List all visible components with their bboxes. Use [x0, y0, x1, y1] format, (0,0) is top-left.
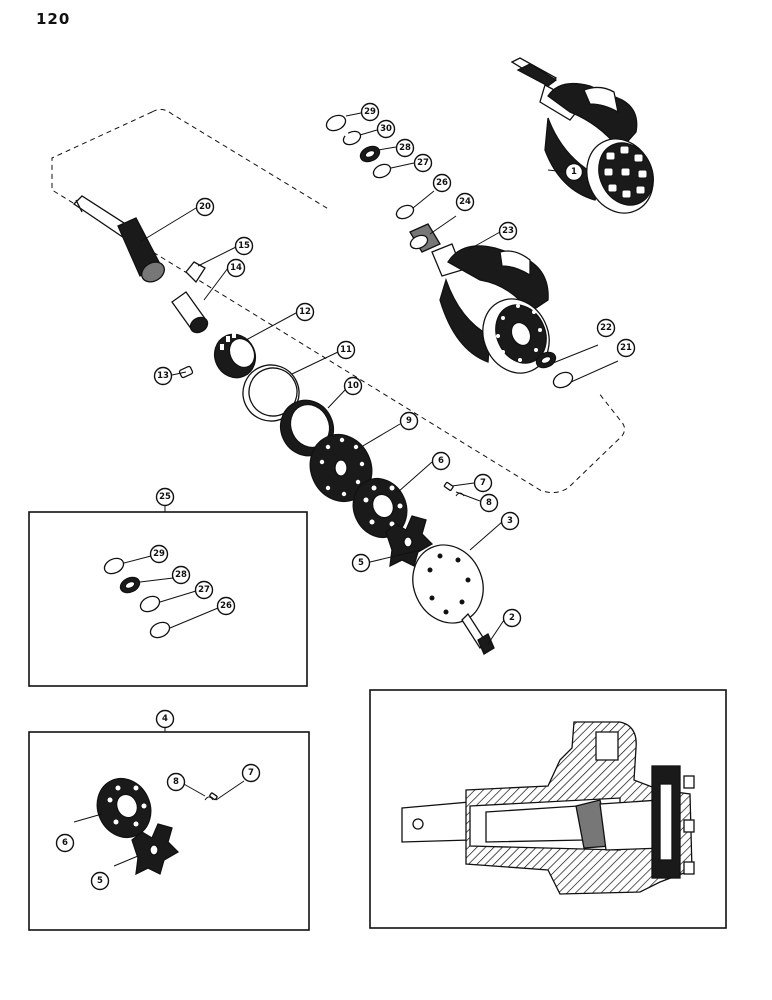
- motor-housing-part: [510, 57, 654, 214]
- part-7-vane: [443, 481, 454, 492]
- svg-text:4: 4: [162, 714, 168, 724]
- callout-13: 13: [153, 366, 173, 386]
- svg-text:27: 27: [417, 158, 429, 168]
- part-26-ring: [395, 204, 415, 220]
- assembly-dashed-outline: [51, 108, 626, 494]
- kit-25-callout-27: 27: [194, 580, 214, 600]
- svg-text:6: 6: [438, 456, 444, 466]
- svg-text:26: 26: [436, 178, 448, 188]
- callout-12: 12: [295, 302, 315, 322]
- callout-4: 4: [155, 709, 175, 729]
- callout-14: 14: [226, 258, 246, 278]
- callout-24: 24: [455, 192, 475, 212]
- callout-3: 3: [500, 511, 520, 531]
- svg-text:23: 23: [502, 226, 514, 236]
- svg-text:24: 24: [459, 197, 471, 207]
- kit-25-callout-29: 29: [149, 544, 169, 564]
- callout-21: 21: [616, 338, 636, 358]
- svg-text:27: 27: [198, 585, 210, 595]
- callout-1: 1: [564, 162, 584, 182]
- svg-text:28: 28: [175, 570, 187, 580]
- part-21-ring: [552, 371, 574, 389]
- callout-10: 10: [343, 376, 363, 396]
- callout-28: 28: [395, 138, 415, 158]
- svg-text:21: 21: [620, 343, 632, 353]
- callout-30: 30: [376, 119, 396, 139]
- svg-text:13: 13: [157, 371, 169, 381]
- kit-25-callout-28: 28: [171, 565, 191, 585]
- callout-29: 29: [360, 102, 380, 122]
- svg-text:3: 3: [507, 516, 513, 526]
- callout-22: 22: [596, 318, 616, 338]
- svg-text:7: 7: [480, 478, 486, 488]
- svg-text:29: 29: [153, 549, 165, 559]
- part-29-ring: [325, 114, 347, 132]
- part-2-bolt: [461, 612, 495, 655]
- callout-7: 7: [473, 473, 493, 493]
- svg-text:15: 15: [238, 241, 250, 251]
- svg-text:8: 8: [486, 498, 492, 508]
- part-30-ring: [342, 130, 362, 146]
- callout-26: 26: [432, 173, 452, 193]
- callout-27: 27: [413, 153, 433, 173]
- kit-4-callout-6: 6: [55, 833, 75, 853]
- part-12-ring: [213, 332, 257, 379]
- svg-text:29: 29: [364, 107, 376, 117]
- svg-text:2: 2: [509, 613, 515, 623]
- part-6-gerotor: [352, 478, 408, 538]
- callout-23: 23: [498, 221, 518, 241]
- svg-text:9: 9: [406, 416, 412, 426]
- svg-text:8: 8: [173, 777, 179, 787]
- svg-text:30: 30: [380, 124, 392, 134]
- kit-4-callout-8: 8: [166, 772, 186, 792]
- part-3-end-cover: [412, 544, 484, 624]
- svg-text:11: 11: [340, 345, 352, 355]
- kit-25-panel: [28, 511, 308, 687]
- svg-text:5: 5: [97, 876, 103, 886]
- callout-5: 5: [351, 553, 371, 573]
- callout-2: 2: [502, 608, 522, 628]
- svg-text:12: 12: [299, 307, 311, 317]
- kit-4-callout-7: 7: [241, 763, 261, 783]
- part-27-oring: [372, 163, 392, 179]
- part-15-key: [185, 261, 206, 284]
- svg-text:14: 14: [230, 263, 242, 273]
- callout-25: 25: [155, 487, 175, 507]
- svg-text:5: 5: [358, 558, 364, 568]
- housing-part-23: [431, 243, 550, 374]
- callout-9: 9: [399, 411, 419, 431]
- svg-text:7: 7: [248, 768, 254, 778]
- callout-15: 15: [234, 236, 254, 256]
- seal-parts-column: [325, 114, 441, 253]
- svg-text:22: 22: [600, 323, 612, 333]
- svg-text:20: 20: [199, 202, 211, 212]
- motor-cross-section: [401, 721, 695, 895]
- callout-6: 6: [431, 451, 451, 471]
- kit-4-parts: [96, 778, 218, 876]
- svg-text:26: 26: [220, 601, 232, 611]
- part-14-coupling: [171, 291, 209, 334]
- svg-text:1: 1: [571, 167, 577, 177]
- kit-4-callout-5: 5: [90, 871, 110, 891]
- svg-text:28: 28: [399, 143, 411, 153]
- callout-20: 20: [195, 197, 215, 217]
- shaft-part-20: [72, 195, 165, 283]
- page-number: 120: [36, 10, 71, 28]
- svg-text:6: 6: [62, 838, 68, 848]
- kit-25-callout-26: 26: [216, 596, 236, 616]
- svg-text:25: 25: [159, 492, 171, 502]
- kit-25-parts: [103, 557, 171, 639]
- svg-text:10: 10: [347, 381, 359, 391]
- leader-lines: [73, 112, 619, 867]
- callout-8: 8: [479, 493, 499, 513]
- callout-11: 11: [336, 340, 356, 360]
